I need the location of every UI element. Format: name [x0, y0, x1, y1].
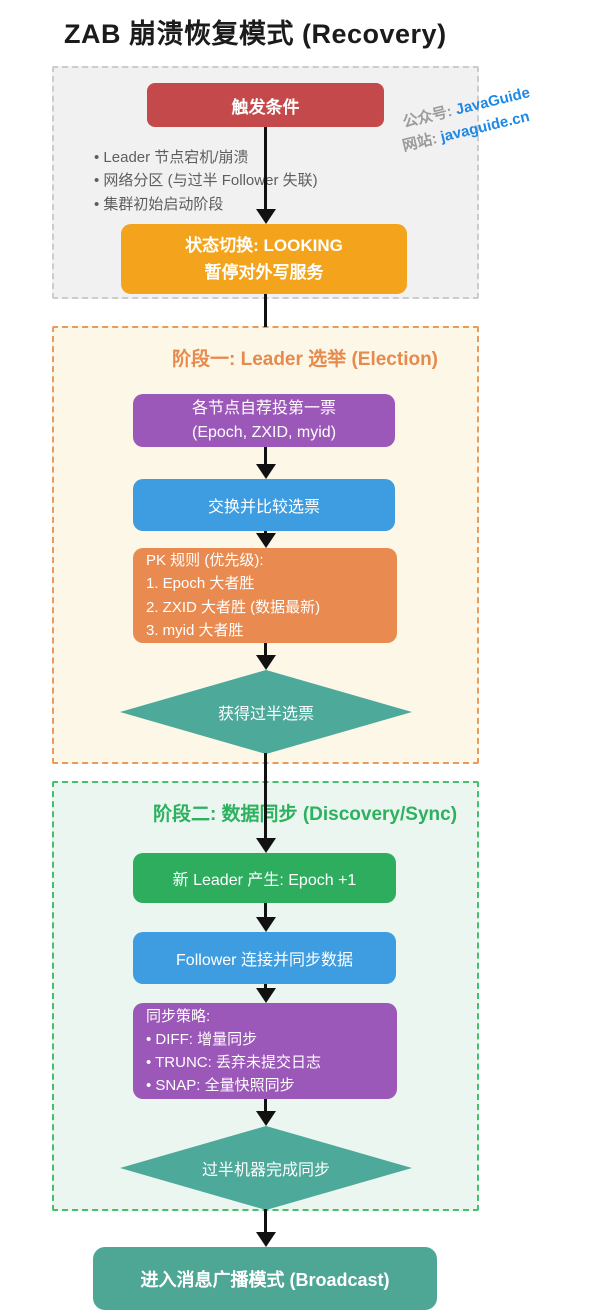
arrow-down-icon	[256, 464, 276, 479]
majority-vote-label: 获得过半选票	[217, 706, 314, 723]
arrow-down-icon	[256, 1111, 276, 1126]
exchange-votes-node: 交换并比较选票	[133, 479, 395, 531]
state-switch-node: 状态切换: LOOKING 暂停对外写服务	[121, 224, 407, 294]
sync-strategy-line: • DIFF: 增量同步	[146, 1030, 258, 1048]
flow-arrow-line	[264, 447, 267, 465]
flow-arrow-line	[264, 984, 267, 989]
arrow-down-icon	[256, 988, 276, 1003]
bullet-item: 集群初始启动阶段	[94, 193, 424, 216]
self-vote-line-2: (Epoch, ZXID, myid)	[191, 423, 337, 441]
phase1-title: 阶段一: Leader 选举 (Election)	[171, 349, 439, 370]
arrow-down-icon	[256, 655, 276, 670]
page-title: ZAB 崩溃恢复模式 (Recovery)	[64, 19, 447, 49]
flow-arrow-line	[264, 753, 267, 839]
follower-sync-node: Follower 连接并同步数据	[133, 932, 396, 984]
bullet-item: 网络分区 (与过半 Follower 失联)	[94, 169, 424, 192]
trigger-bullet-list: Leader 节点宕机/崩溃 网络分区 (与过半 Follower 失联) 集群…	[94, 146, 424, 216]
broadcast-mode-node: 进入消息广播模式 (Broadcast)	[93, 1247, 437, 1310]
pk-rules-node: PK 规则 (优先级): 1. Epoch 大者胜 2. ZXID 大者胜 (数…	[133, 548, 397, 643]
phase2-title: 阶段二: 数据同步 (Discovery/Sync)	[152, 804, 458, 825]
state-switch-line-1: 状态切换: LOOKING	[185, 235, 343, 255]
self-vote-line-1: 各节点自荐投第一票	[191, 399, 336, 417]
sync-strategy-line: • SNAP: 全量快照同步	[146, 1077, 295, 1095]
new-leader-node: 新 Leader 产生: Epoch +1	[133, 853, 396, 903]
flow-arrow-line	[264, 903, 267, 918]
arrow-down-icon	[256, 917, 276, 932]
arrow-down-icon	[256, 1232, 276, 1247]
pk-rule-line: 2. ZXID 大者胜 (数据最新)	[146, 598, 321, 616]
sync-strategy-line: 同步策略:	[146, 1007, 211, 1025]
flow-arrow-line	[264, 1209, 267, 1233]
trigger-condition-node: 触发条件	[147, 83, 384, 127]
arrow-down-icon	[256, 533, 276, 548]
flow-arrow-line	[264, 1099, 267, 1112]
arrow-down-icon	[256, 209, 276, 224]
sync-strategy-line: • TRUNC: 丢弃未提交日志	[146, 1054, 321, 1071]
pk-rule-line: PK 规则 (优先级):	[146, 552, 264, 569]
sync-complete-label: 过半机器完成同步	[201, 1162, 330, 1179]
pk-rule-line: 3. myid 大者胜	[146, 621, 244, 639]
flow-arrow-line	[264, 643, 267, 656]
sync-strategy-node: 同步策略: • DIFF: 增量同步 • TRUNC: 丢弃未提交日志 • SN…	[133, 1003, 397, 1099]
state-switch-line-2: 暂停对外写服务	[204, 263, 324, 282]
flow-arrow-line	[264, 127, 267, 210]
self-vote-node: 各节点自荐投第一票 (Epoch, ZXID, myid)	[133, 394, 395, 447]
flow-connector-line	[264, 294, 267, 327]
bullet-item: Leader 节点宕机/崩溃	[94, 146, 424, 169]
arrow-down-icon	[256, 838, 276, 853]
flow-arrow-line	[264, 531, 267, 534]
pk-rule-line: 1. Epoch 大者胜	[146, 575, 255, 593]
